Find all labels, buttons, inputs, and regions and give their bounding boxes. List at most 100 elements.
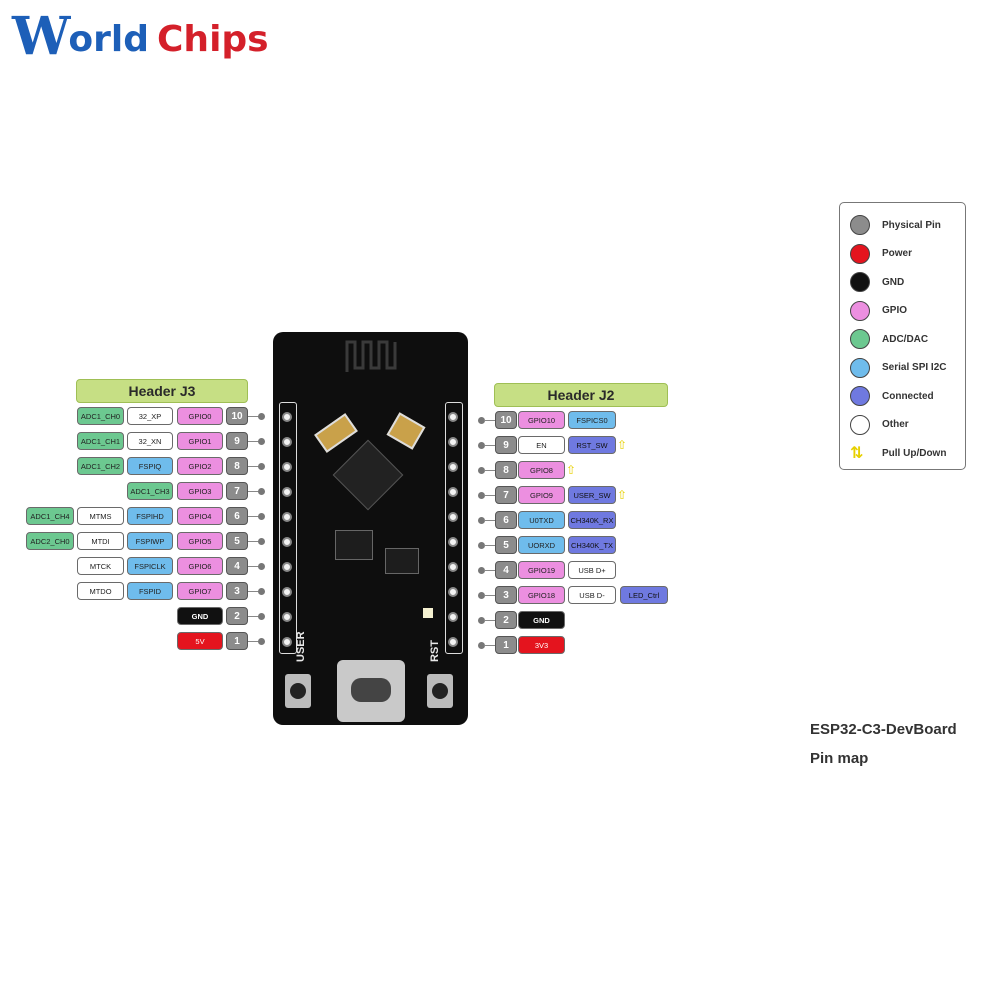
j3-pin-main: GPIO1	[177, 432, 223, 450]
j3-pin-dot	[258, 463, 265, 470]
legend-label: Power	[882, 248, 913, 259]
legend-item: Power	[850, 242, 912, 266]
legend-label: Pull Up/Down	[882, 447, 947, 459]
legend-item: Serial SPI I2C	[850, 356, 946, 380]
j2-pin-main: GPIO18	[518, 586, 565, 604]
j2-pin-function: USB D-	[568, 586, 616, 604]
j3-pin-alt-function: ADC1_CH2	[77, 457, 124, 475]
legend-label: Connected	[882, 390, 934, 402]
j3-pin-function: 32_XN	[127, 432, 173, 450]
legend-item: ADC/DAC	[850, 327, 928, 351]
right-header-hole	[448, 587, 458, 597]
j2-pin-function: CH340K_TX	[568, 536, 616, 554]
j2-pin-leader	[484, 570, 496, 571]
reset-button[interactable]	[427, 674, 453, 708]
j3-pin-dot	[258, 588, 265, 595]
j3-pin-number: 5	[226, 532, 248, 550]
j3-pin-dot	[258, 613, 265, 620]
j3-pin-number: 7	[226, 482, 248, 500]
pull-up-down-icon: ⇅	[850, 445, 864, 462]
legend-swatch	[850, 272, 870, 292]
j3-pin-dot	[258, 513, 265, 520]
j2-pin-dot	[478, 642, 485, 649]
j3-pin-function: FSPIQ	[127, 457, 173, 475]
j2-pin-dot	[478, 467, 485, 474]
j3-pin-adc: ADC1_CH4	[26, 507, 74, 525]
legend-swatch	[850, 329, 870, 349]
regulator-chip	[385, 548, 419, 574]
j3-pin-function: FSPIWP	[127, 532, 173, 550]
caption-subtitle: Pin map	[810, 750, 869, 767]
j3-pin-leader	[248, 516, 260, 517]
legend-label: ADC/DAC	[882, 333, 929, 345]
left-header-hole	[282, 562, 292, 572]
j2-pin-dot	[478, 517, 485, 524]
left-header-hole	[282, 462, 292, 472]
j2-pin-main: U0TXD	[518, 511, 565, 529]
j3-pin-main: GND	[177, 607, 223, 625]
j3-pin-leader	[248, 566, 260, 567]
j2-pin-number: 2	[495, 611, 517, 629]
j2-pin-extra: LED_Ctrl	[620, 586, 668, 604]
pull-up-down-arrow-icon: ⇧	[617, 438, 628, 452]
crystal-main	[386, 412, 426, 450]
antenna-trace	[345, 340, 397, 372]
right-header-hole	[448, 612, 458, 622]
esp32-c3-board: USER RST	[273, 332, 468, 725]
logo-letter-w: W	[12, 5, 70, 67]
j3-pin-main: GPIO7	[177, 582, 223, 600]
j3-pin-main: GPIO5	[177, 532, 223, 550]
j2-pin-number: 1	[495, 636, 517, 654]
j3-pin-leader	[248, 491, 260, 492]
world-chips-logo: W orld Chips	[12, 5, 269, 67]
j2-pin-dot	[478, 567, 485, 574]
j2-pin-dot	[478, 492, 485, 499]
j2-pin-number: 10	[495, 411, 517, 429]
j3-pin-main: GPIO6	[177, 557, 223, 575]
j2-pin-function: CH340K_RX	[568, 511, 616, 529]
j3-pin-main: GPIO4	[177, 507, 223, 525]
status-led	[423, 608, 433, 618]
j3-pin-main: GPIO3	[177, 482, 223, 500]
j2-pin-main: GPIO9	[518, 486, 565, 504]
j3-pin-leader	[248, 616, 260, 617]
j3-pin-number: 8	[226, 457, 248, 475]
j3-pin-number: 9	[226, 432, 248, 450]
j2-pin-dot	[478, 592, 485, 599]
left-header-hole	[282, 487, 292, 497]
j2-pin-dot	[478, 617, 485, 624]
j2-pin-number: 5	[495, 536, 517, 554]
legend-label: Serial SPI I2C	[882, 362, 947, 373]
j2-pin-main: GPIO19	[518, 561, 565, 579]
j3-pin-dot	[258, 488, 265, 495]
j2-pin-number: 3	[495, 586, 517, 604]
j2-pin-number: 4	[495, 561, 517, 579]
j2-pin-number: 6	[495, 511, 517, 529]
j3-pin-function: ADC1_CH3	[127, 482, 173, 500]
j3-pin-number: 3	[226, 582, 248, 600]
j2-pin-leader	[484, 645, 496, 646]
legend-swatch	[850, 215, 870, 235]
legend-swatch	[850, 386, 870, 406]
j3-pin-leader	[248, 541, 260, 542]
legend-item: Physical Pin	[850, 213, 941, 237]
j3-pin-dot	[258, 413, 265, 420]
right-header-hole	[448, 637, 458, 647]
j3-pin-number: 6	[226, 507, 248, 525]
j2-pin-leader	[484, 445, 496, 446]
right-header-hole	[448, 412, 458, 422]
ch340k-chip	[335, 530, 373, 560]
j3-pin-alt-function: ADC1_CH1	[77, 432, 124, 450]
user-button[interactable]	[285, 674, 311, 708]
j2-pin-main: GPIO8	[518, 461, 565, 479]
left-header-hole	[282, 437, 292, 447]
j3-pin-dot	[258, 438, 265, 445]
j2-pin-main: GPIO10	[518, 411, 565, 429]
left-header-hole	[282, 412, 292, 422]
j2-pin-dot	[478, 442, 485, 449]
legend-item: Connected	[850, 384, 934, 408]
logo-text-orld: orld	[68, 18, 150, 60]
j2-pin-leader	[484, 495, 496, 496]
j2-pin-main: 3V3	[518, 636, 565, 654]
legend-label: Physical Pin	[882, 219, 941, 231]
